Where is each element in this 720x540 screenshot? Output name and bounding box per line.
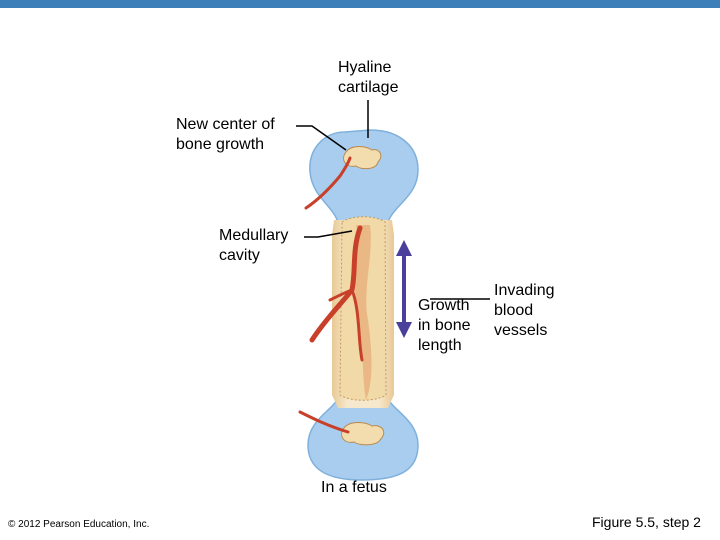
- copyright-notice: © 2012 Pearson Education, Inc.: [8, 519, 150, 530]
- top-accent-bar: [0, 0, 720, 8]
- leader-lines: [296, 100, 490, 300]
- label-hyaline-cartilage: Hyaline cartilage: [338, 59, 399, 96]
- figure-number: Figure 5.5, step 2: [592, 514, 701, 530]
- label-invading-blood-vessels: Invading blood vessels: [494, 282, 555, 339]
- medullary-cavity: [355, 225, 372, 400]
- label-new-center-of-bone-growth: New center of bone growth: [176, 116, 275, 153]
- label-growth-in-bone-length: Growth in bone length: [418, 297, 471, 354]
- caption-in-a-fetus: In a fetus: [321, 479, 387, 496]
- new-center-top: [343, 146, 382, 170]
- label-medullary-cavity: Medullary cavity: [219, 227, 289, 264]
- new-center-bottom: [341, 422, 385, 446]
- growth-arrow: [396, 240, 412, 338]
- blood-vessels: [298, 156, 364, 434]
